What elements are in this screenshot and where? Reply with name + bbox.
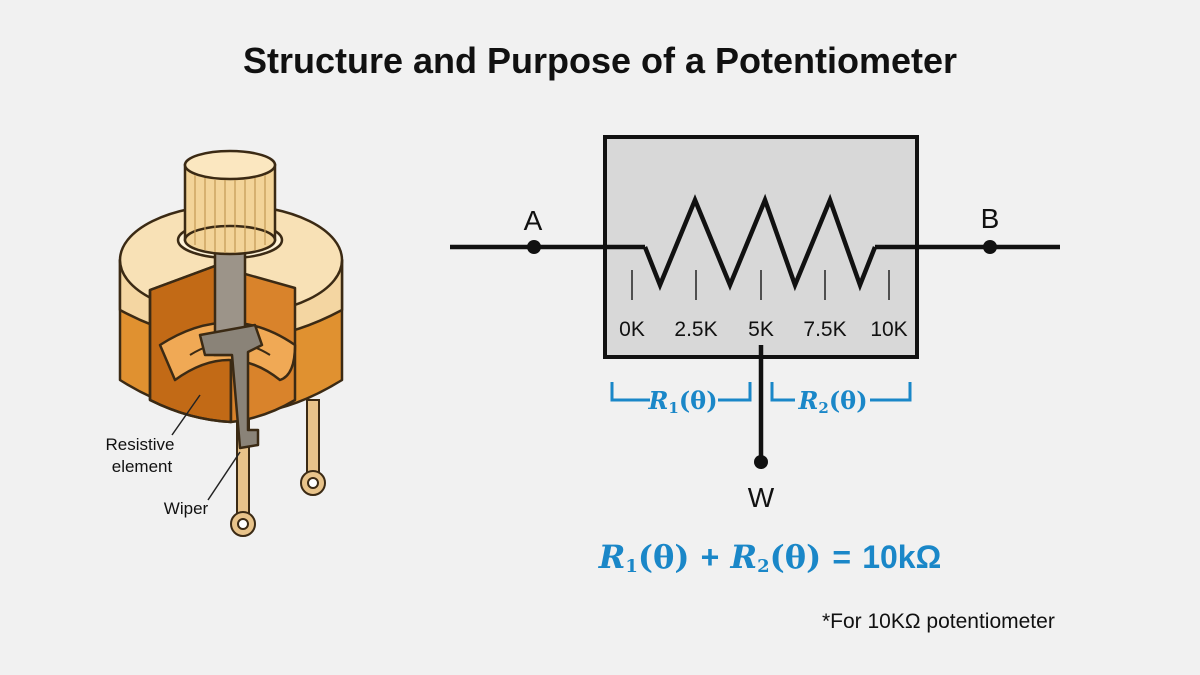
resistance-equation: R1(θ) + R2(θ) = 10kΩ [598, 538, 942, 577]
footnote: *For 10KΩ potentiometer [822, 610, 1055, 633]
label-resistive-line1: Resistive [106, 435, 175, 454]
range-brackets [610, 382, 912, 402]
terminal-a-dot [527, 240, 541, 254]
scale-label: 2.5K [674, 318, 717, 341]
scale-label: 5K [748, 318, 774, 341]
wiper-leader-line [207, 451, 241, 501]
terminal-b-dot [983, 240, 997, 254]
terminal-a-label: A [524, 205, 543, 236]
page-title: Structure and Purpose of a Potentiometer [242, 40, 958, 81]
shaft-and-knob [176, 149, 284, 357]
scale-label: 7.5K [803, 318, 846, 341]
potentiometer-schematic: A B 0K 2.5K 5K 7.5K 10K W R1(θ) R2(θ) [450, 135, 1060, 513]
potentiometer-illustration: Resistive element Wiper [106, 149, 344, 537]
resistor-zigzag [642, 193, 878, 292]
terminal-w-dot [754, 455, 768, 469]
wiper-arm [198, 323, 264, 450]
scale-label: 0K [619, 318, 645, 341]
terminal-w-label: W [748, 482, 775, 513]
label-resistive-line2: element [112, 457, 173, 476]
label-wiper: Wiper [164, 499, 209, 518]
r2-label: R2(θ) [797, 386, 867, 417]
scale-label: 10K [870, 318, 907, 341]
resistive-leader-line [171, 394, 201, 436]
scale-ticks [631, 270, 890, 300]
terminal-b-label: B [981, 203, 1000, 234]
r1-label: R1(θ) [647, 386, 717, 417]
